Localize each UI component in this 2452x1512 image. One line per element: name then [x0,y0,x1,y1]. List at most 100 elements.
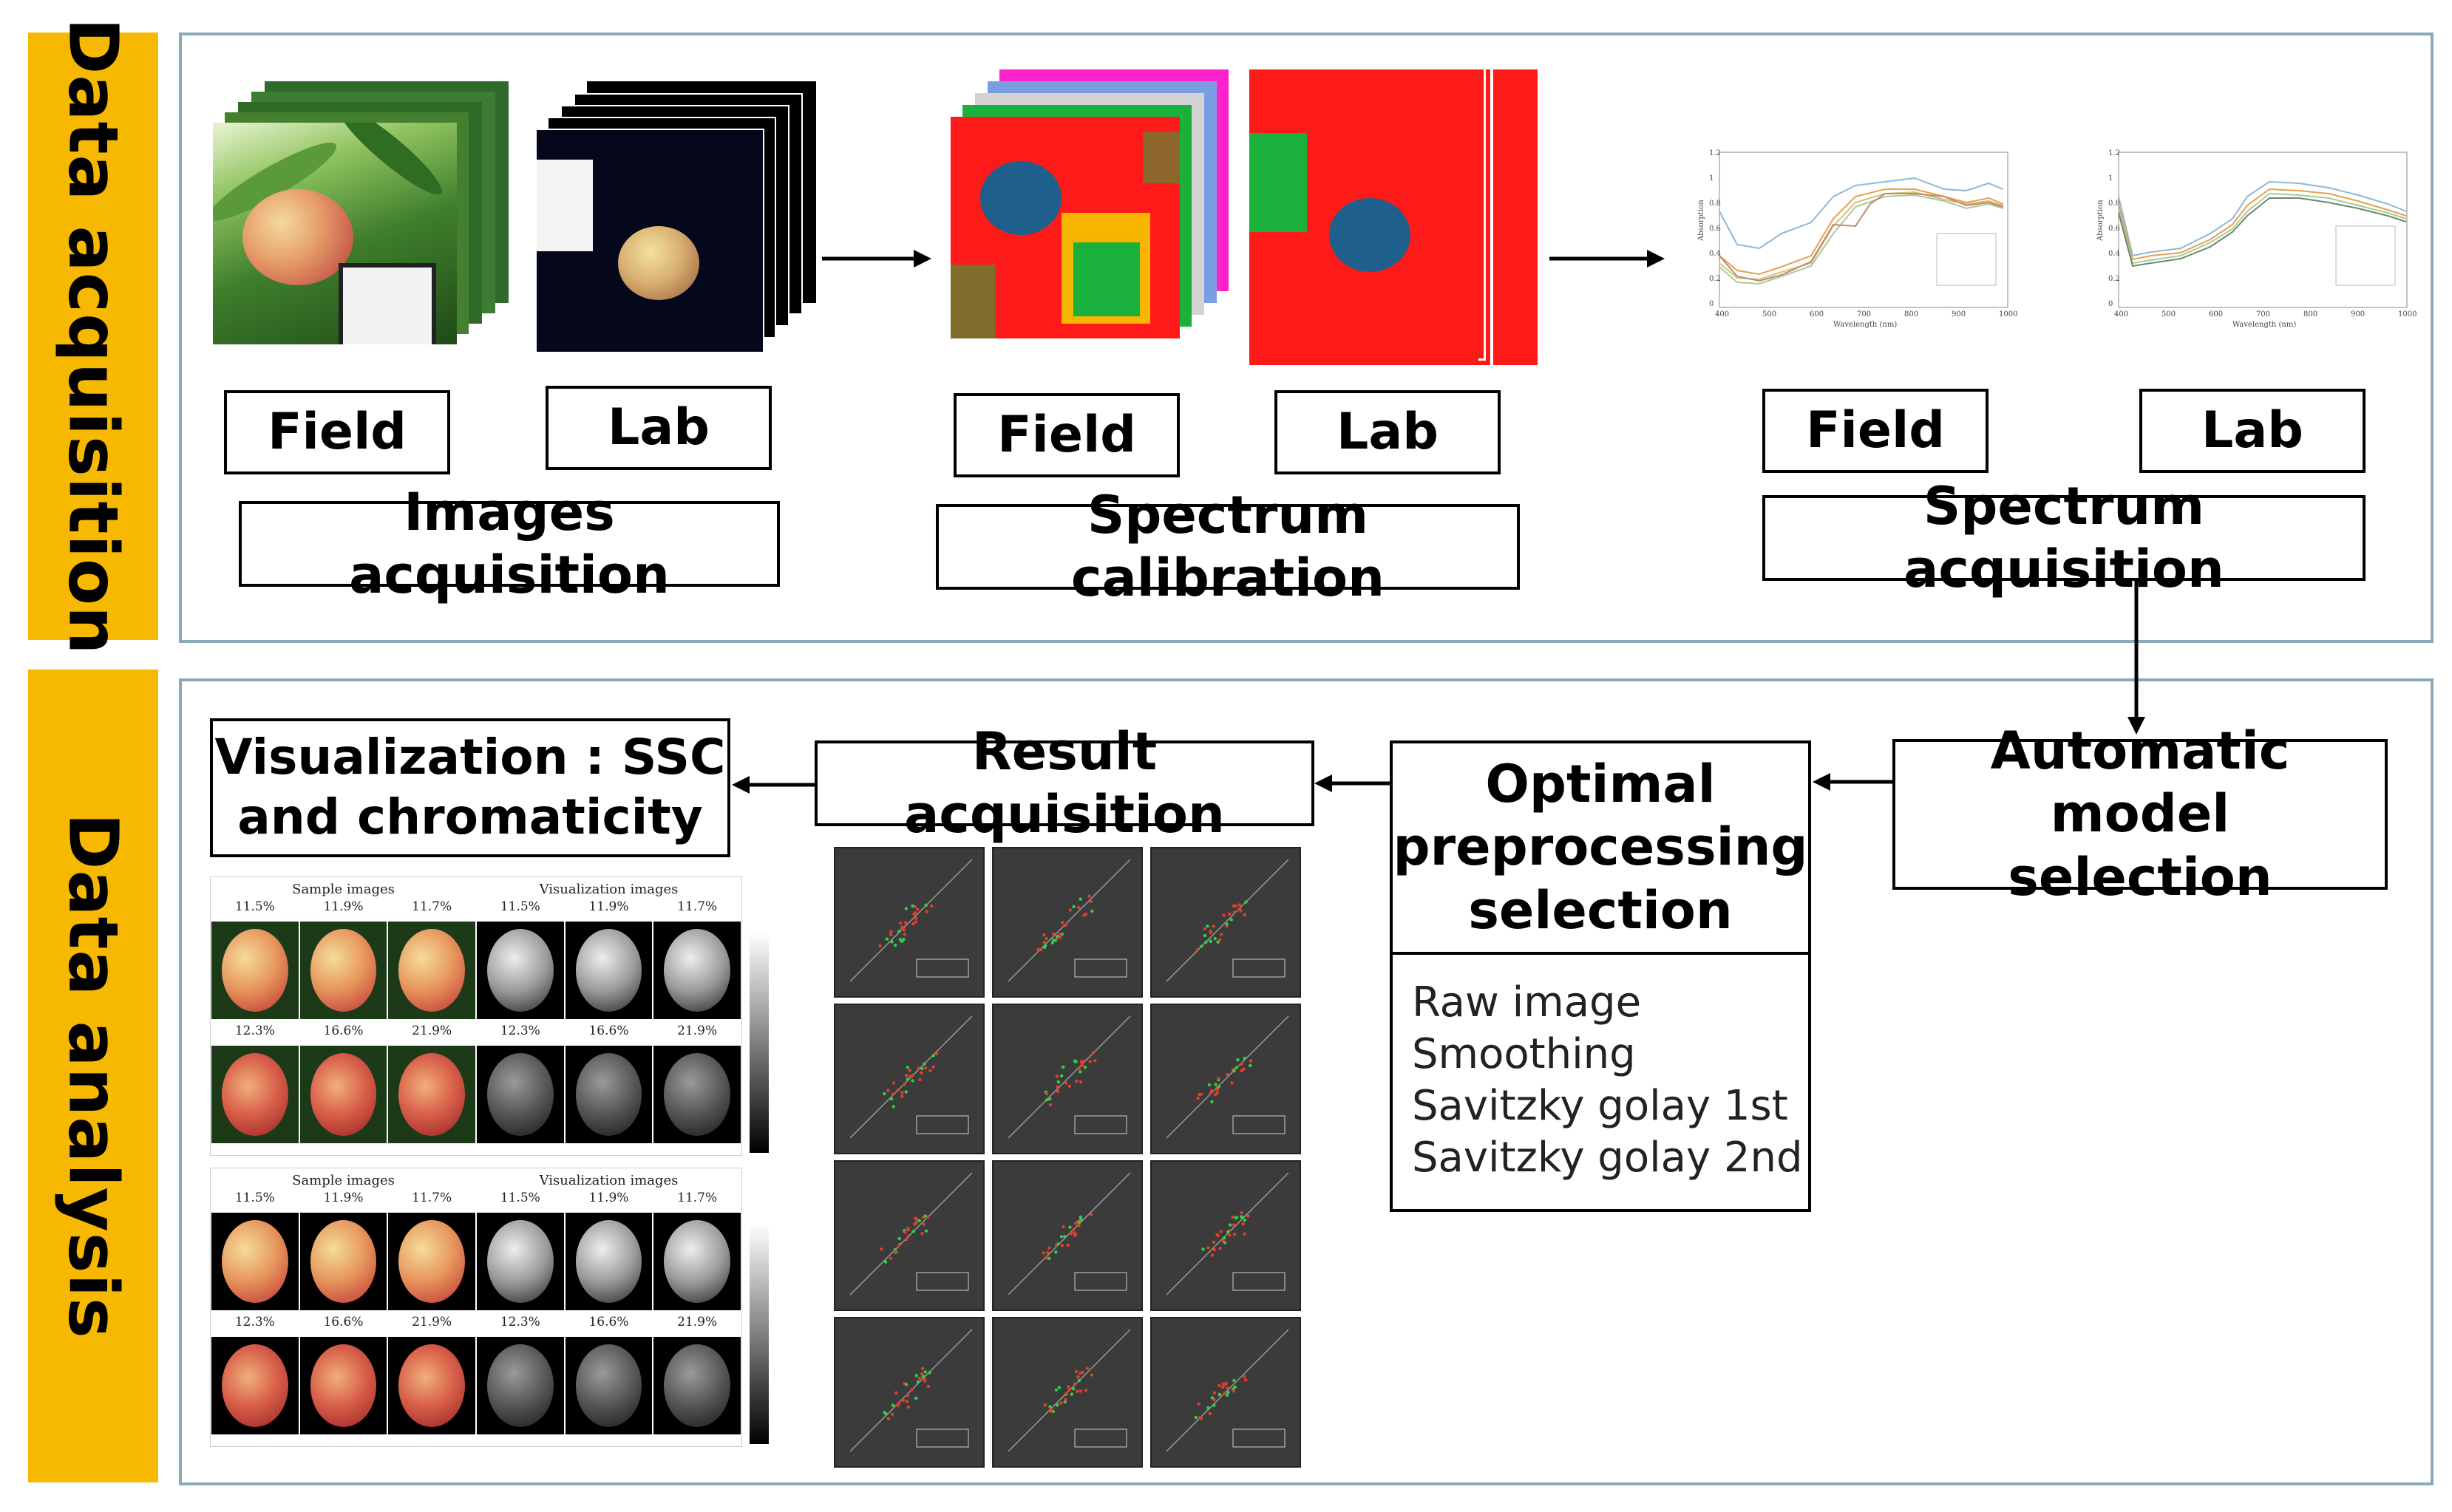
visualization-peach-image [477,922,564,1019]
result-scatter-plot [834,847,985,998]
visualization-box: Visualization : SSC and chromaticity [210,718,730,857]
arrow-result-to-visualization [732,776,815,794]
visualization-panel-top: Sample images Visualization images 11.5% 11… [210,876,742,1156]
lab-image-stack [535,81,816,377]
sample-peach-image [388,922,475,1019]
calibration-lab-label: Lab [1274,390,1501,474]
arrow-preprocessing-to-result [1314,774,1390,792]
percent-label: 11.7% [677,1191,718,1205]
sample-images-header: Sample images [292,1173,395,1188]
result-scatter-plot [1150,1317,1301,1468]
result-acquisition: Result acquisition [815,721,1314,845]
lab-xtick: 500 [2161,310,2176,319]
result-scatter-plot [992,1317,1143,1468]
field-spectrum-ylabel: Absorption [1697,200,1705,242]
percent-label: 16.6% [323,1315,364,1329]
field-ytick: 1.2 [1709,149,1721,157]
percent-label: 16.6% [323,1024,364,1038]
automatic-model-selection: Automatic model selection [1892,721,2388,907]
visualization-peach-image [477,1213,564,1310]
percent-label: 21.9% [412,1315,452,1329]
percent-label: 11.9% [588,899,629,914]
result-scatter-plot [992,847,1143,998]
lab-ytick: 0.8 [2108,200,2120,208]
percent-label: 11.7% [412,1191,452,1205]
data-acquisition-label: Data acquisition [28,18,158,655]
percent-label: 21.9% [677,1315,718,1329]
field-xtick: 500 [1762,310,1776,319]
field-ytick: 0.2 [1709,275,1721,283]
field-xtick: 1000 [1999,310,2017,319]
sample-peach-image [211,1046,299,1143]
images-lab-label: Lab [546,386,772,470]
lab-ytick: 0.2 [2108,275,2120,283]
percent-label: 11.5% [500,1191,540,1205]
visualization-peach-image [477,1337,564,1434]
sample-peach-image [388,1046,475,1143]
visualization-peach-image [565,922,653,1019]
colorbar-top [750,933,769,1153]
percent-label: 21.9% [677,1024,718,1038]
lab-ytick: 0.4 [2108,250,2120,258]
sample-peach-image [299,922,387,1019]
percent-label: 11.5% [234,1191,275,1205]
field-xtick: 800 [1904,310,1918,319]
field-xtick: 900 [1952,310,1966,319]
arrow-spectrum-to-model [2127,581,2145,735]
sample-peach-image [299,1337,387,1434]
percent-label: 11.9% [323,899,364,914]
field-xtick: 600 [1810,310,1824,319]
lab-spectrum-ylabel: Absorption [2096,200,2105,242]
spectrum-field-label: Field [1762,389,1989,473]
option-raw-image: Raw image [1412,978,1642,1026]
lab-xtick: 1000 [2398,310,2417,319]
percent-label: 12.3% [234,1315,275,1329]
sample-images-header: Sample images [292,882,395,897]
images-acquisition-title: Images acquisition [239,482,780,605]
visualization-images-header: Visualization images [539,882,679,897]
data-analysis-label: Data analysis [28,670,158,1482]
sample-peach-image [388,1213,475,1310]
spectrum-acquisition-title: Spectrum acquisition [1762,476,2366,599]
percent-label: 11.7% [677,899,718,914]
result-scatter-plot [834,1160,985,1311]
spectrum-lab-label: Lab [2139,389,2366,473]
field-xtick: 400 [1715,310,1729,319]
percent-label: 11.5% [234,899,275,914]
field-calibration-map [951,117,1180,338]
visualization-peach-image [653,922,741,1019]
field-xtick: 700 [1857,310,1871,319]
percent-label: 12.3% [234,1024,275,1038]
lab-calibration-map [1249,69,1478,361]
result-scatter-plot [834,1004,985,1154]
percent-label: 12.3% [500,1024,540,1038]
visualization-line2: and chromaticity [237,789,703,845]
percent-label: 12.3% [500,1315,540,1329]
visualization-line1: Visualization : SSC [214,729,726,786]
result-scatter-plot [834,1317,985,1468]
result-scatter-plot [1150,1160,1301,1311]
visualization-peach-image [653,1046,741,1143]
field-ytick: 1 [1709,174,1714,183]
lab-xtick: 400 [2114,310,2128,319]
sample-peach-image [211,922,299,1019]
sample-peach-image [299,1046,387,1143]
result-scatter-plot [1150,847,1301,998]
percent-label: 21.9% [412,1024,452,1038]
percent-label: 11.9% [588,1191,629,1205]
percent-label: 16.6% [588,1024,629,1038]
visualization-peach-image [565,1046,653,1143]
lab-xtick: 900 [2351,310,2365,319]
result-plot-grid [834,847,1304,1472]
arrow-calibration-to-spectrum [1549,250,1665,268]
lab-ytick: 0.6 [2108,225,2120,233]
option-sg-2nd: Savitzky golay 2nd [1412,1134,1803,1182]
sample-peach-image [211,1337,299,1434]
lab-ytick: 1 [2108,174,2113,183]
spectrum-calibration-title: Spectrum calibration [936,485,1520,608]
result-scatter-plot [992,1004,1143,1154]
visualization-peach-image [653,1337,741,1434]
lab-spectrum-xlabel: Wavelength (nm) [2232,321,2296,329]
percent-label: 11.5% [500,899,540,914]
